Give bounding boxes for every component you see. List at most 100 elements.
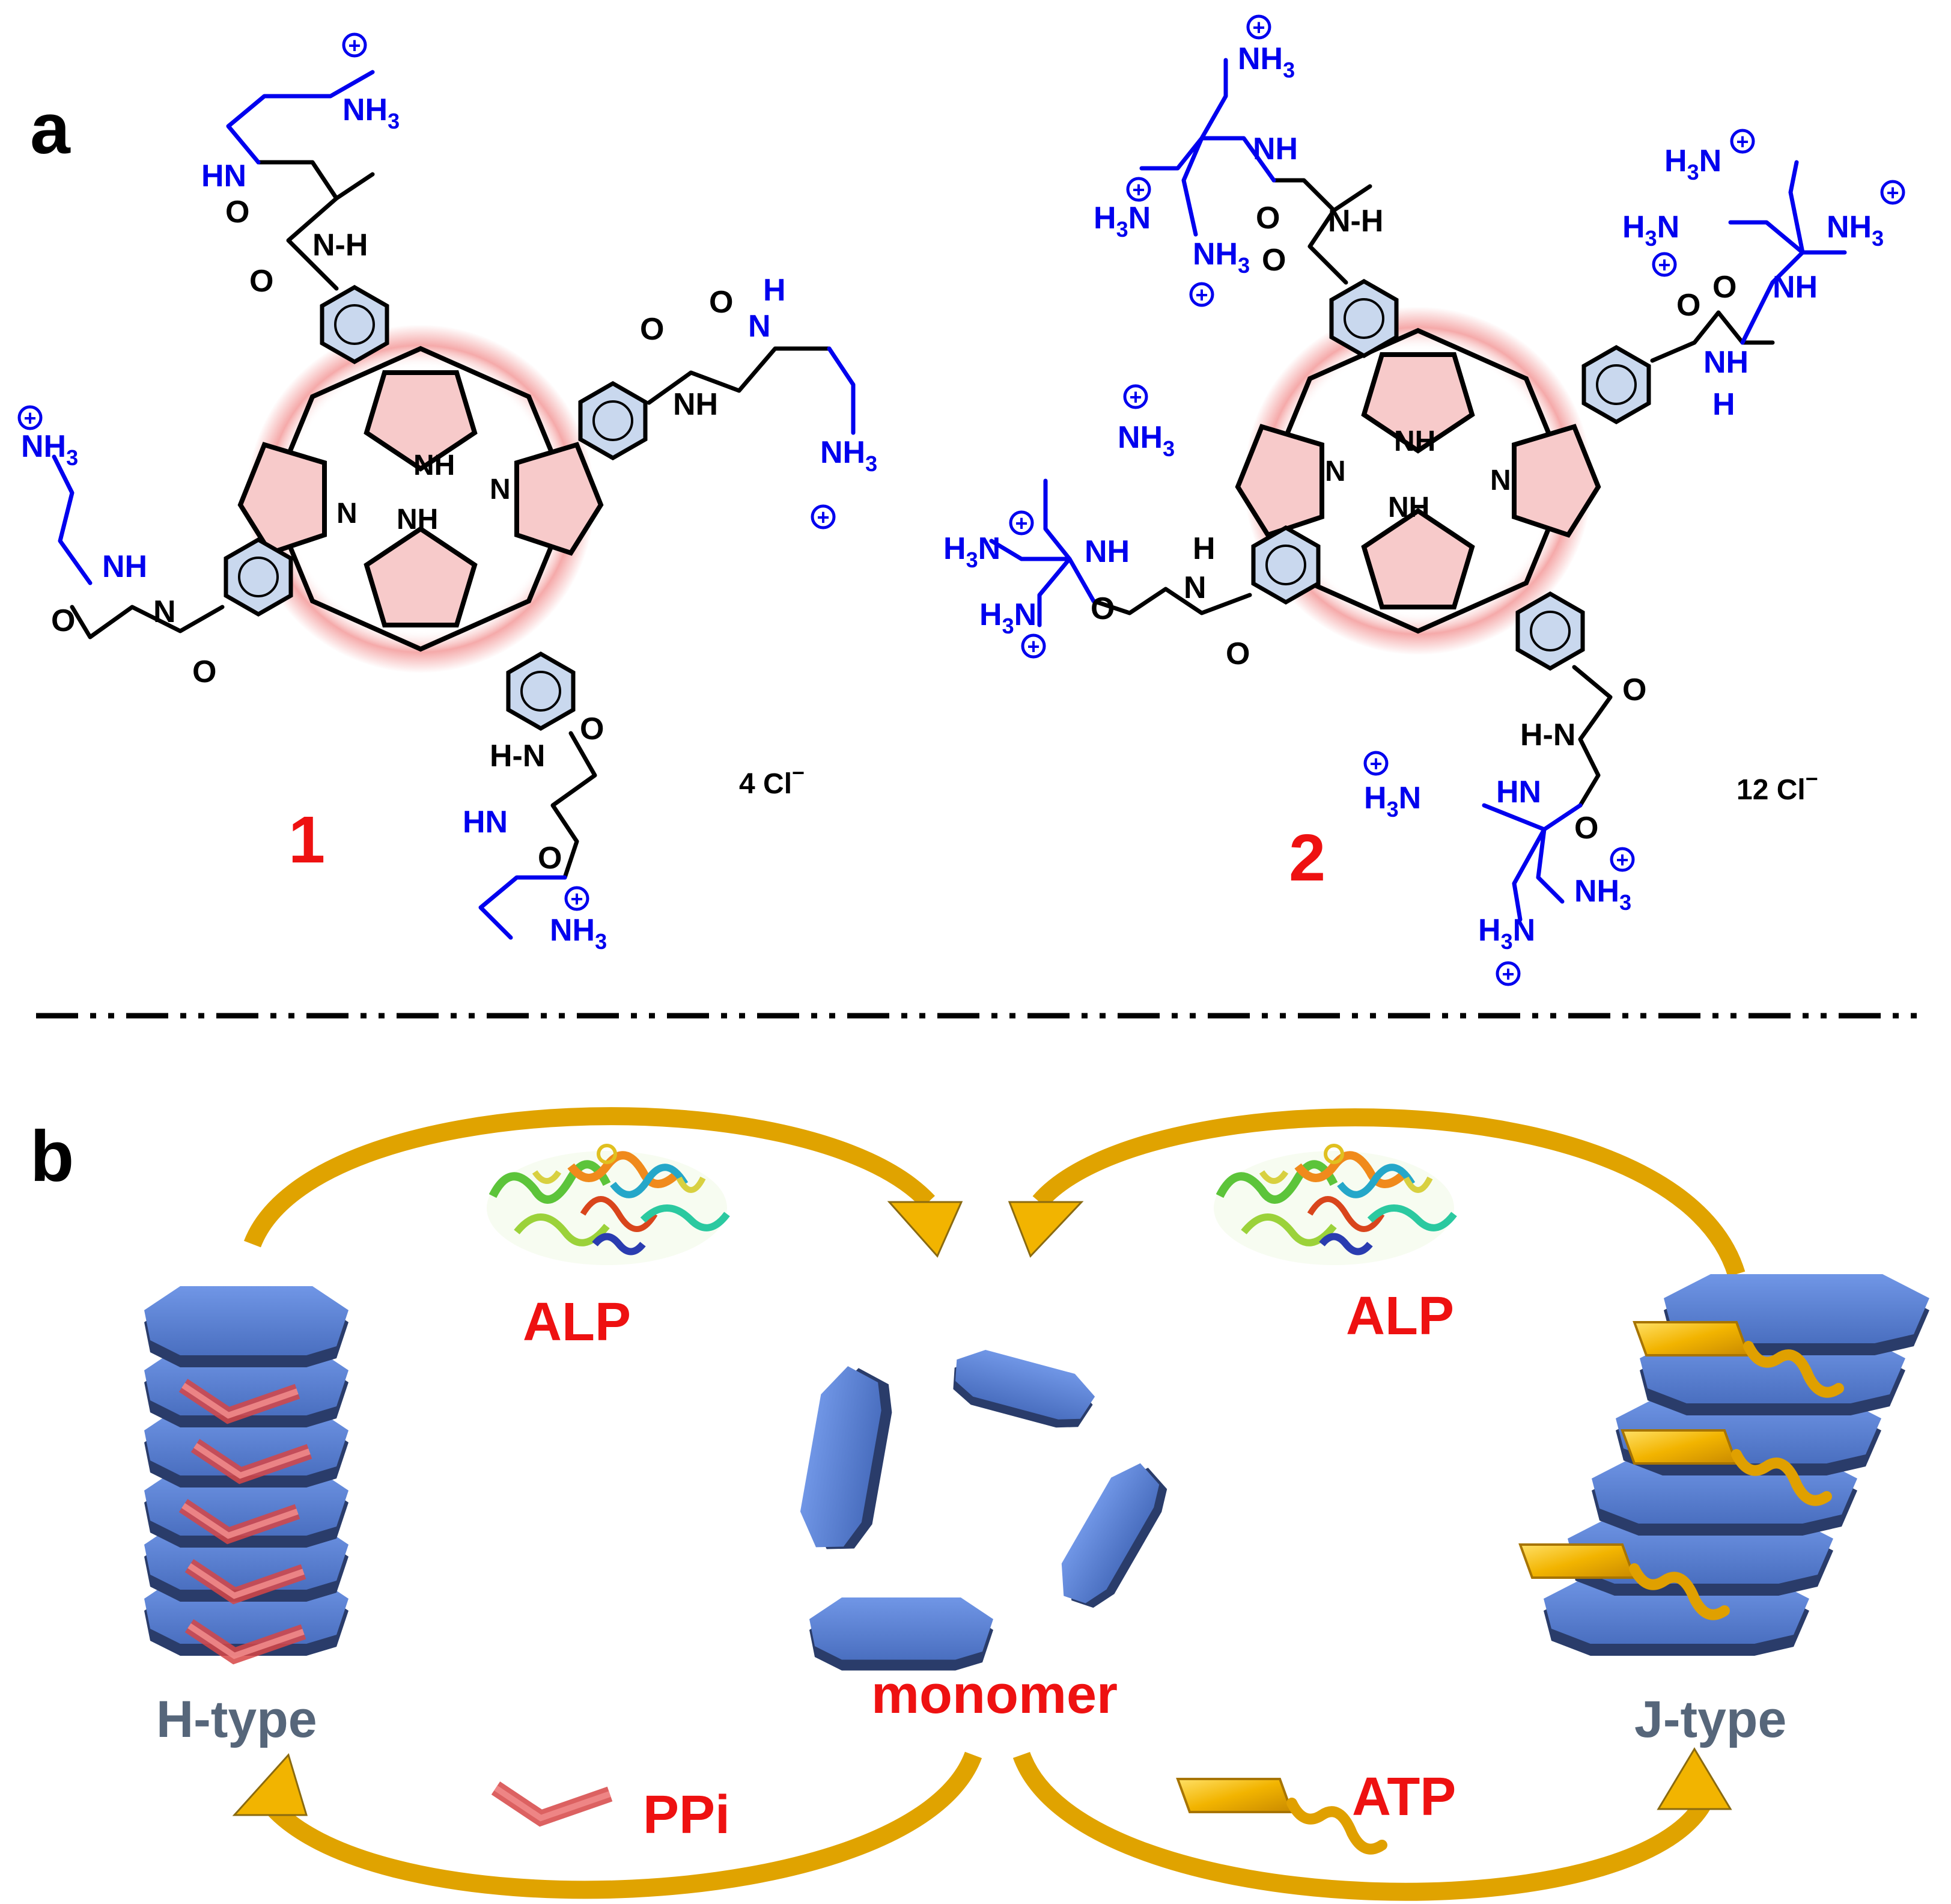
benzene-ring — [1253, 528, 1318, 602]
h-type-stack — [144, 1286, 349, 1656]
nitrogen-label: NH — [413, 450, 455, 481]
benzene-ring — [1332, 281, 1396, 356]
plus-sign: + — [1129, 385, 1142, 409]
oxygen-label: O — [1262, 243, 1286, 278]
charge-plus: ++++ — [17, 32, 836, 911]
nh-label: NH — [1773, 270, 1818, 305]
oxygen-label: O — [1574, 811, 1598, 846]
arrow-top-right — [1008, 1108, 1746, 1277]
nh-label: NH — [1253, 132, 1298, 166]
hn-label: HN — [1496, 775, 1541, 810]
hn-label: HN — [463, 805, 508, 840]
counterion-2: 12 Cl− — [1736, 766, 1818, 806]
oxygen-label: O — [1622, 673, 1646, 707]
h-type-label: H-type — [156, 1691, 317, 1748]
oxygen-label: O — [1091, 591, 1115, 626]
oxygen-label: O — [580, 712, 604, 746]
plus-sign: + — [1369, 751, 1382, 776]
plus-sign: + — [1502, 962, 1514, 986]
nh3-label: NH3 — [21, 429, 78, 470]
plus-sign: + — [348, 33, 361, 58]
plus-sign: + — [1886, 180, 1899, 205]
nh3-label: NH3 — [1238, 41, 1295, 82]
benzene-ring — [322, 287, 387, 362]
plus-sign: + — [1195, 282, 1208, 307]
oxygen-label: O — [249, 264, 273, 299]
porphyrin-core-1 — [237, 325, 604, 673]
atp-label: ATP — [1352, 1767, 1456, 1827]
nh-label: H — [1712, 387, 1735, 422]
oxygen-label: O — [1256, 201, 1280, 236]
atp-shape-icon — [1178, 1779, 1382, 1849]
nitrogen-label: N — [336, 498, 358, 529]
arrow-bottom-left — [232, 1751, 982, 1899]
enzyme-label-left: ALP — [523, 1292, 631, 1352]
nh-label: H — [1193, 531, 1216, 566]
nh-label: H-N — [490, 739, 545, 774]
nh3-label: NH3 — [1574, 874, 1631, 915]
h3n-label: H3N — [1622, 210, 1679, 251]
charge-plus: + + + + + + + + + + + + — [1009, 14, 1905, 986]
oxygen-label: O — [640, 312, 664, 347]
monomer-label: monomer — [871, 1665, 1118, 1725]
h3n-label: H3N — [1094, 201, 1151, 242]
nh-label: N — [748, 309, 771, 344]
nitrogen-label: NH — [1388, 492, 1429, 523]
alp-protein-icon — [487, 1146, 727, 1265]
oxygen-label: O — [51, 603, 75, 638]
nitrogen-label: N — [1325, 456, 1346, 487]
j-type-stack — [1520, 1274, 1929, 1656]
nh-label: NH — [1085, 534, 1130, 569]
nh-label: N-H — [1328, 204, 1383, 239]
plus-sign: + — [1658, 252, 1670, 277]
plus-sign: + — [1736, 129, 1749, 154]
panel-label-b: b — [30, 1116, 74, 1197]
nh-label: NH — [673, 387, 718, 422]
oxygen-label: O — [709, 285, 733, 320]
plus-sign: + — [1015, 511, 1027, 536]
oxygen-label: O — [1226, 636, 1250, 671]
h3n-label: H3N — [979, 597, 1036, 638]
enzyme-label-right: ALP — [1346, 1286, 1454, 1346]
benzene-ring — [226, 540, 291, 614]
plus-sign: + — [1616, 847, 1628, 872]
nitrogen-label: N — [1490, 465, 1511, 496]
nh-label: H-N — [1520, 718, 1575, 752]
h3n-label: H3N — [943, 531, 1000, 572]
nh3-label: NH3 — [342, 93, 400, 133]
oxygen-label: O — [225, 195, 249, 230]
compound-number-1: 1 — [288, 803, 325, 877]
counterion-1: 4 Cl− — [739, 760, 805, 800]
benzene-ring — [1518, 594, 1583, 668]
nh3-label: NH3 — [1118, 420, 1175, 461]
nh-label: NH — [102, 549, 147, 584]
h3n-label: H3N — [1664, 144, 1721, 185]
nh-label: H — [763, 273, 786, 308]
oxygen-label: O — [538, 841, 562, 876]
plus-sign: + — [817, 505, 829, 529]
nitrogen-label: NH — [397, 504, 438, 536]
plus-sign: + — [1132, 177, 1145, 202]
nitrogen-label: NH — [1394, 426, 1435, 457]
benzene-ring — [580, 383, 645, 458]
j-type-label: J-type — [1634, 1691, 1786, 1748]
alp-protein-icon — [1214, 1146, 1454, 1265]
plus-sign: + — [1252, 15, 1265, 40]
oxygen-label: O — [192, 654, 216, 689]
nh-label: N — [1184, 570, 1207, 605]
benzene-ring — [508, 654, 573, 728]
porphyrin-core-2 — [1235, 307, 1601, 655]
oxygen-label: O — [1712, 270, 1736, 305]
nh3-label: NH3 — [550, 913, 607, 954]
panel-label-a: a — [30, 88, 71, 169]
plus-sign: + — [570, 886, 583, 911]
ppi-label: PPi — [643, 1785, 730, 1845]
oxygen-label: O — [1676, 288, 1700, 323]
plus-sign: + — [1027, 634, 1039, 659]
compound-number-2: 2 — [1289, 821, 1326, 895]
hn-label: HN — [201, 159, 246, 194]
benzene-ring — [1584, 347, 1649, 422]
nh-label: NH — [1703, 345, 1749, 380]
arrow-bottom-right — [1012, 1747, 1732, 1901]
